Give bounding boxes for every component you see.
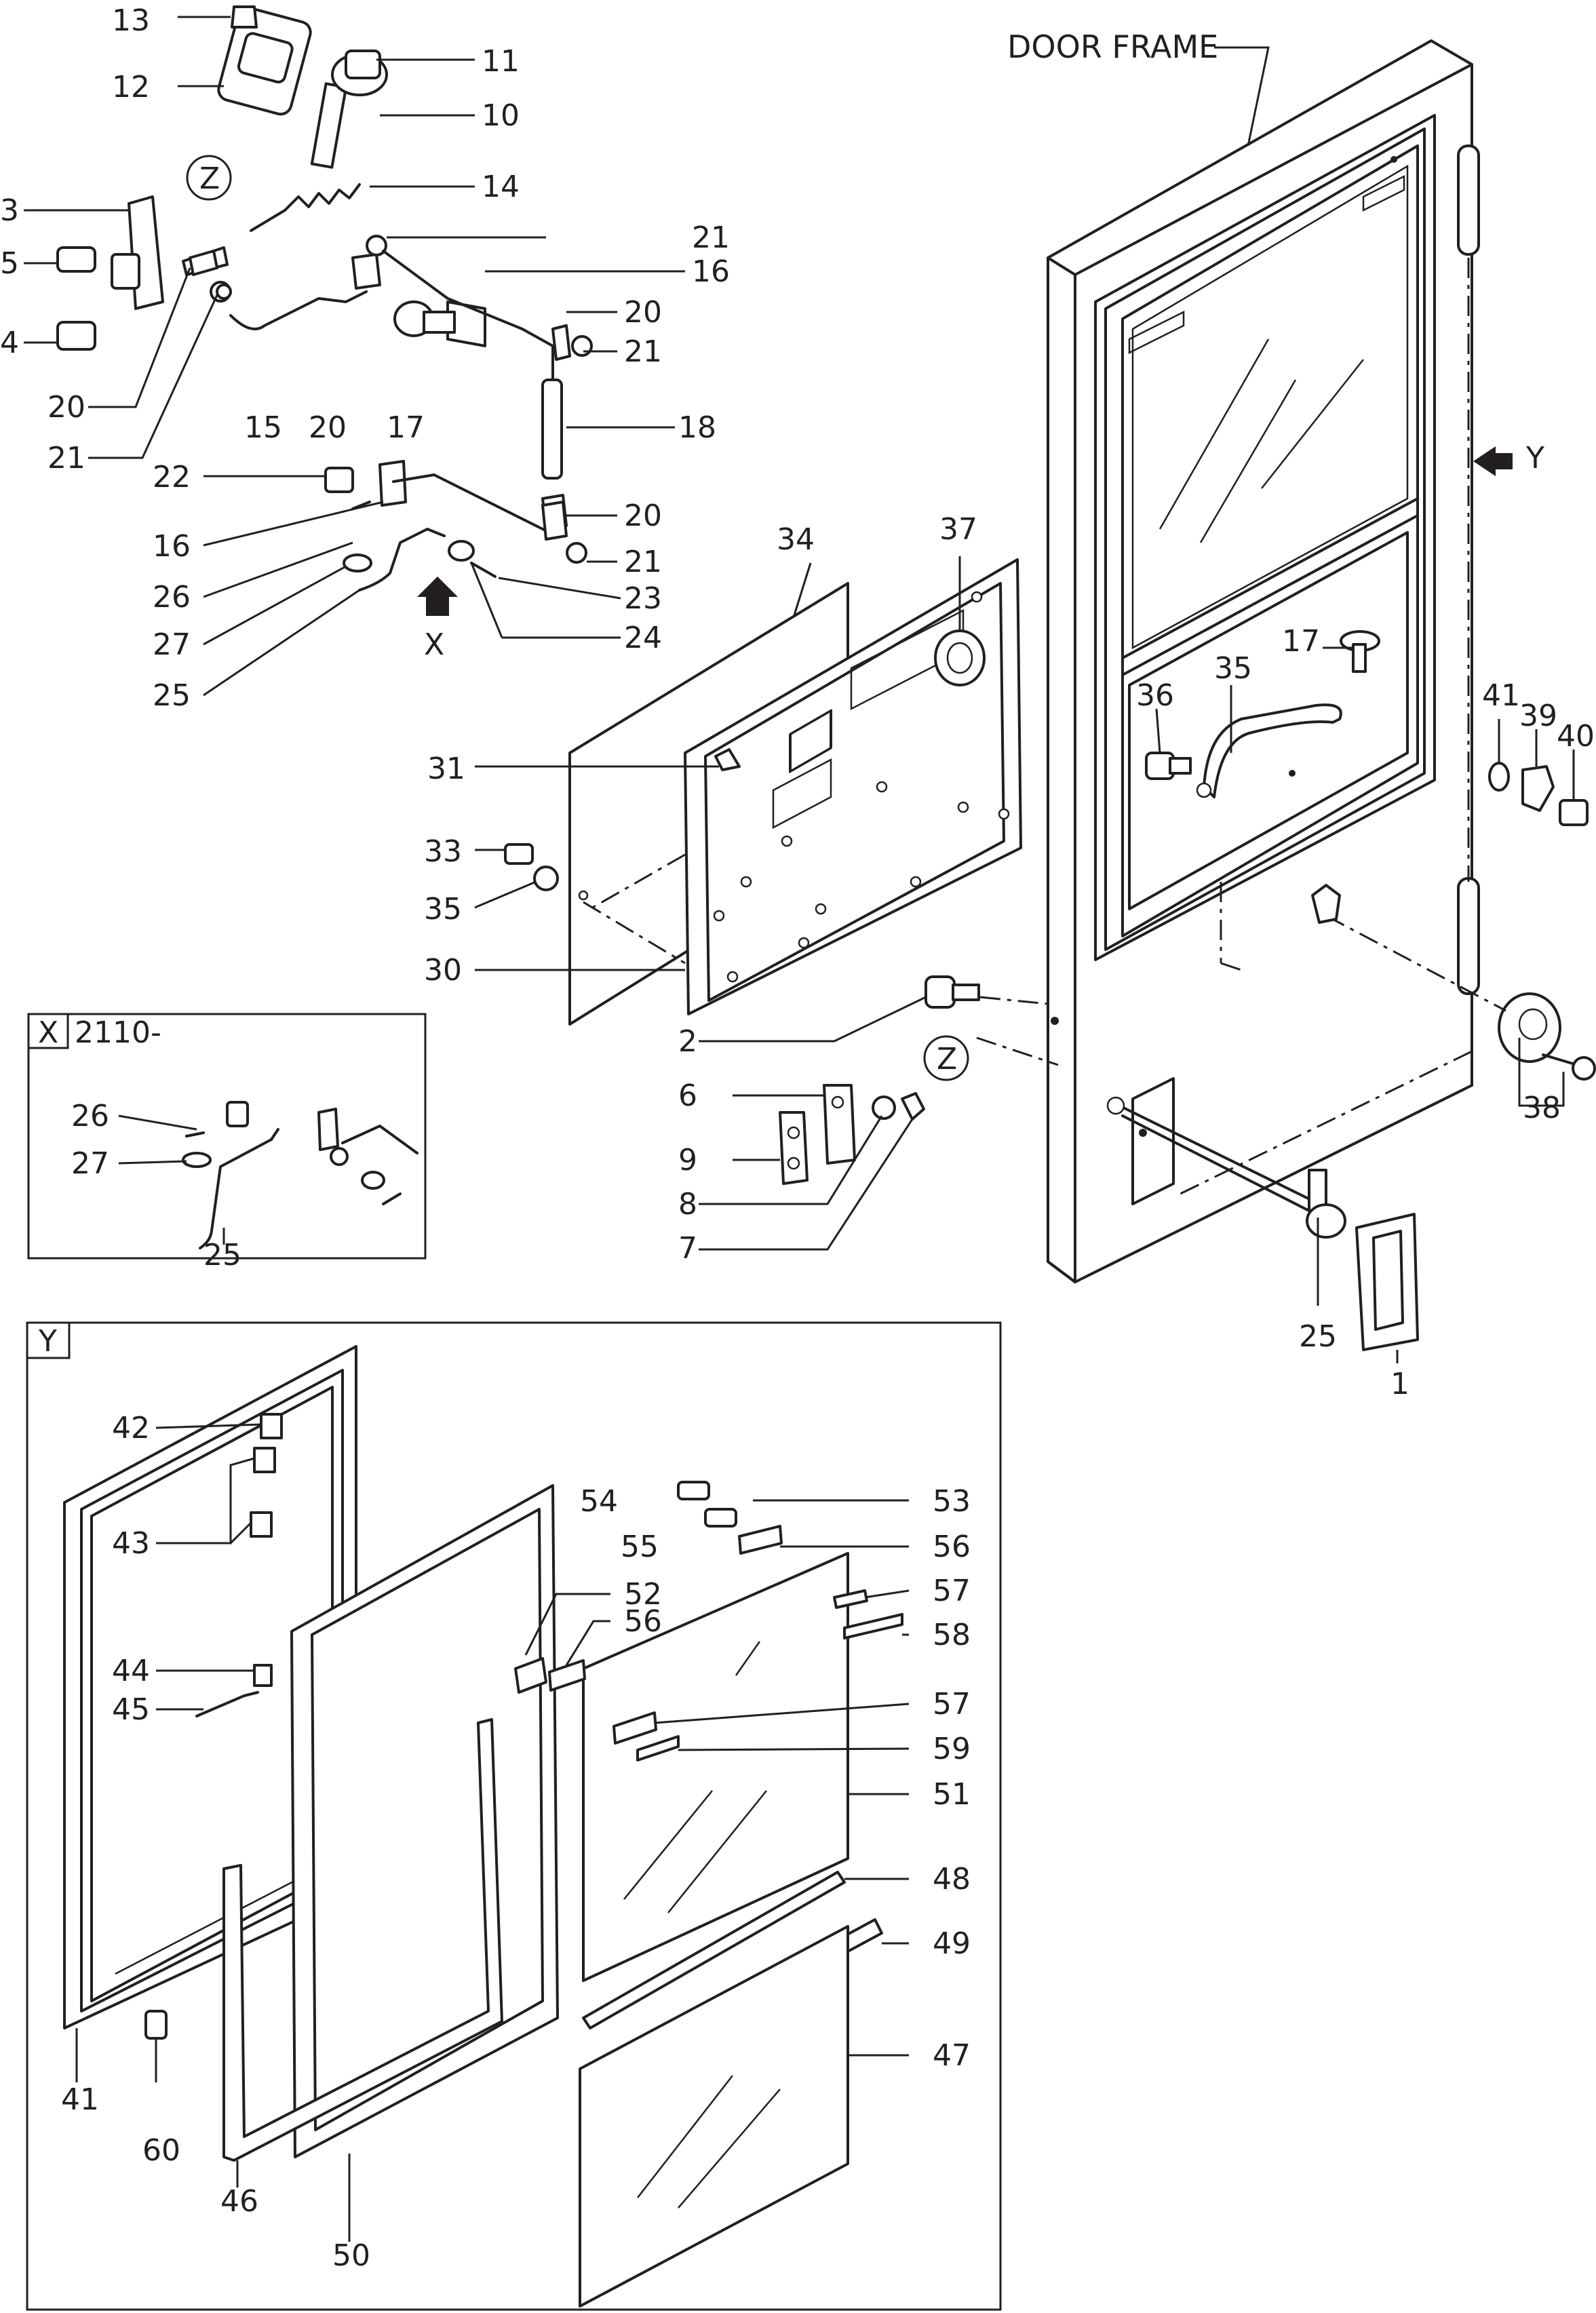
callout-label: 37 <box>939 512 977 547</box>
callout-label: 31 <box>427 752 465 786</box>
callout-label: 57 <box>933 1574 971 1608</box>
callout-label: 40 <box>1557 719 1595 754</box>
callout-label: 47 <box>933 2038 971 2073</box>
callout-label: 6 <box>678 1078 697 1113</box>
callout-label: 51 <box>933 1777 971 1812</box>
view-marker-x: X <box>424 627 444 662</box>
callout-label: 5 <box>0 246 19 281</box>
callout-label: 58 <box>933 1618 971 1652</box>
callout-label: 55 <box>621 1530 659 1564</box>
callout-label: 34 <box>777 522 815 557</box>
callout-label: 20 <box>624 499 662 533</box>
callout-label: 14 <box>482 170 520 204</box>
panel-assembly <box>504 558 1022 1026</box>
callout-label: 16 <box>153 529 191 564</box>
callout-label: 4 <box>0 326 19 360</box>
callout-label: 23 <box>624 581 662 616</box>
callout-label: 21 <box>47 441 85 475</box>
callout-label: 24 <box>624 621 662 655</box>
callout-label: 25 <box>1299 1319 1337 1354</box>
inset-y-tag: Y <box>38 1324 57 1359</box>
callout-label: 12 <box>112 70 150 104</box>
callout-label: 21 <box>624 545 662 579</box>
callout-label: 50 <box>332 2238 370 2273</box>
callout-label: 35 <box>424 892 462 927</box>
callout-label: 21 <box>692 220 730 255</box>
callout-label: 53 <box>933 1484 971 1519</box>
callout-label: 56 <box>933 1530 971 1564</box>
callout-label: 45 <box>112 1692 150 1727</box>
view-marker-z: Z <box>199 161 220 196</box>
callout-label: 7 <box>678 1231 697 1266</box>
callout-label: 35 <box>1214 651 1252 686</box>
callout-label: 41 <box>1482 678 1520 713</box>
callout-label: 11 <box>482 44 520 79</box>
callout-label: 16 <box>692 254 730 289</box>
callout-label: 30 <box>424 953 462 988</box>
callout-label: 22 <box>153 460 191 494</box>
callout-label: 8 <box>678 1187 697 1222</box>
callout-label: 3 <box>0 193 19 228</box>
callout-label: 26 <box>153 580 191 615</box>
callout-label: 36 <box>1136 678 1174 713</box>
view-marker-z-bottom: Z <box>937 1042 957 1076</box>
callout-label: 18 <box>678 410 716 445</box>
callout-label: 10 <box>482 98 520 133</box>
callout-label: 26 <box>71 1099 109 1133</box>
callout-label: 56 <box>624 1604 662 1639</box>
inset-x <box>27 1013 427 1260</box>
callout-label: 59 <box>933 1732 971 1766</box>
callout-label: 13 <box>112 3 150 38</box>
callout-label: 41 <box>61 2082 99 2117</box>
door-frame-title: DOOR FRAME <box>1007 28 1218 65</box>
callout-label: 46 <box>220 2184 258 2219</box>
callout-label: 25 <box>203 1238 241 1272</box>
callout-label: 43 <box>112 1526 150 1561</box>
callout-label: 27 <box>71 1146 109 1181</box>
inset-x-tag: X <box>38 1015 58 1050</box>
callout-label: 42 <box>112 1411 150 1445</box>
callout-label: 38 <box>1523 1091 1561 1125</box>
callout-label: 44 <box>112 1654 150 1688</box>
callout-label: 9 <box>678 1143 697 1178</box>
leader-lines <box>24 16 1575 2242</box>
callout-label: 21 <box>624 334 662 369</box>
latch-linkage <box>56 5 969 1081</box>
view-marker-y: Y <box>1525 441 1544 475</box>
callout-label: 17 <box>387 410 425 445</box>
callout-label: 52 <box>624 1577 662 1612</box>
inset-x-serial: 2110- <box>75 1015 161 1050</box>
callout-label: 54 <box>580 1484 618 1519</box>
callout-label: 60 <box>142 2133 180 2168</box>
callout-label: 57 <box>933 1687 971 1722</box>
callout-label: 17 <box>1282 624 1320 659</box>
callout-label: 1 <box>1390 1367 1409 1401</box>
callout-label: 33 <box>424 834 462 869</box>
callout-label: 48 <box>933 1862 971 1897</box>
callout-label: 20 <box>624 295 662 330</box>
callout-label: 39 <box>1519 699 1557 733</box>
door-frame <box>779 39 1596 1351</box>
callout-label: 25 <box>153 678 191 713</box>
callout-label: 20 <box>47 390 85 425</box>
callout-label: 27 <box>153 627 191 662</box>
callout-label: 49 <box>933 1926 971 1961</box>
callout-label: 2 <box>678 1024 697 1059</box>
callout-label: 20 <box>309 410 347 445</box>
inset-y <box>26 1321 1002 2311</box>
callout-label: 15 <box>244 410 282 445</box>
callout-labels: DOOR FRAME 13 12 11 10 14 3 5 4 20 21 21… <box>0 3 1595 2273</box>
